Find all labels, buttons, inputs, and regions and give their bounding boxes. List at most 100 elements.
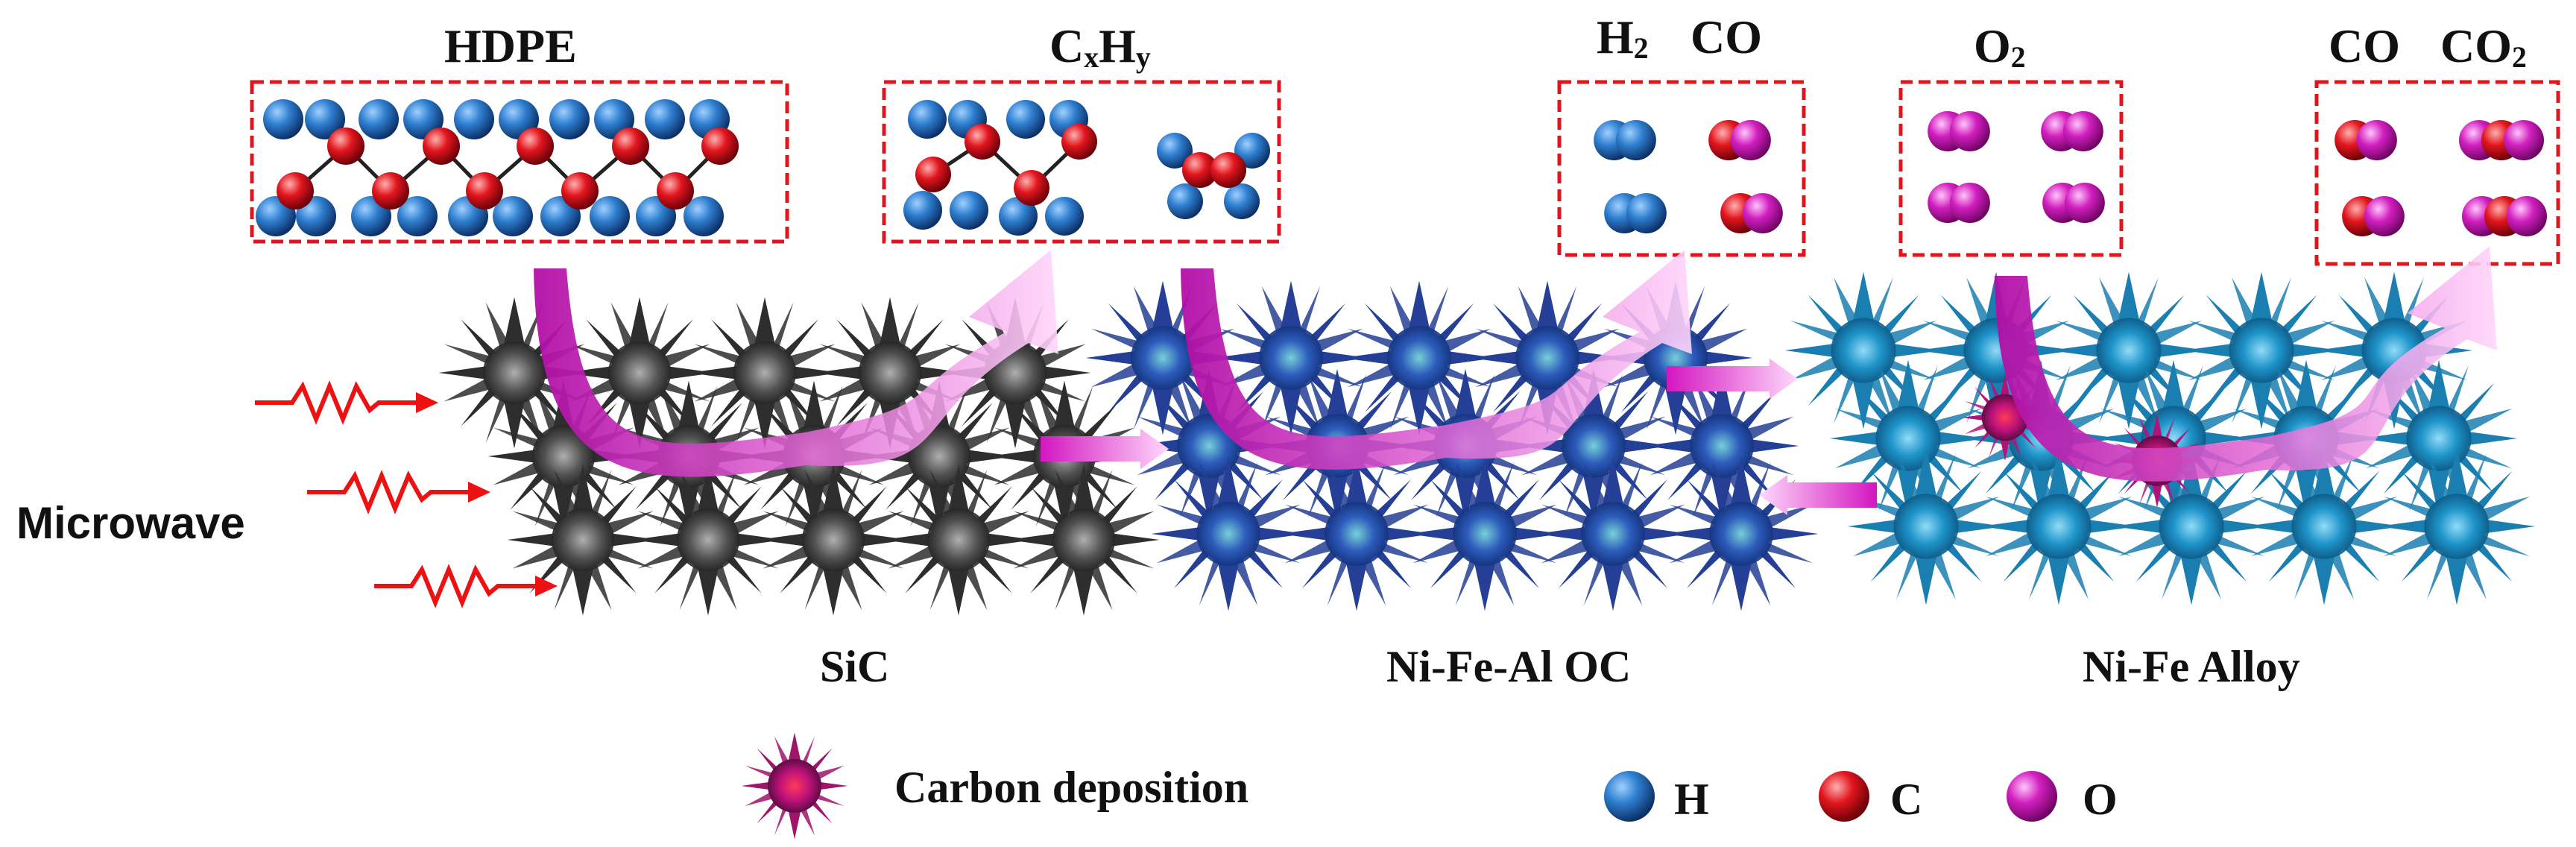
sic-cluster-core-0 (483, 341, 546, 404)
hdpe-c-5 (517, 127, 554, 165)
cxhy-frag-h-2 (1224, 183, 1260, 219)
nifeal-cluster-core-13 (1581, 502, 1645, 566)
nife-alloy-cluster-core-12 (2159, 494, 2224, 559)
label-h2: H2 (1597, 10, 1649, 66)
sic-cluster-core-14 (1052, 508, 1115, 571)
cxhy-frag-c-0 (1182, 152, 1218, 188)
nife-alloy-cluster-core-13 (2291, 494, 2357, 559)
label-o2: O2 (1974, 19, 2026, 75)
hdpe-bond (294, 143, 722, 194)
legend-atoms (741, 732, 2057, 840)
o2-mol-1-b (1949, 111, 1990, 151)
cxhy-h-7 (1045, 197, 1084, 236)
sic-cluster-core-5 (532, 425, 595, 488)
box-co-co2 (2314, 80, 2560, 266)
arrow-alloy-to-oc (1759, 475, 1877, 515)
hdpe-h-19 (684, 196, 724, 236)
o2-mol-2-b (2062, 111, 2103, 151)
co2-2-o2 (2507, 196, 2547, 236)
nife-alloy-cluster-core-3 (2229, 318, 2294, 383)
sic-cluster-core-10 (552, 508, 614, 571)
hdpe-h-13 (397, 196, 438, 236)
cxhy-bond (932, 139, 1081, 191)
cxhy-h-4 (903, 191, 942, 230)
o2-mol-4-b (2064, 183, 2105, 223)
nifeal-cluster-core-9 (1690, 414, 1754, 478)
o2-mol-3-b (1949, 183, 1990, 223)
nife-alloy-cluster-core-2 (2096, 318, 2162, 383)
microwave-arrowhead-2 (535, 576, 558, 596)
cxhy-frag-c-1 (1210, 152, 1246, 188)
label-hdpe: HDPE (444, 19, 577, 72)
nife-alloy-cluster-core-11 (2026, 494, 2092, 559)
microwave-arrowhead-0 (416, 392, 438, 413)
nifeal-cluster-core-12 (1453, 502, 1517, 566)
molecule-atoms (256, 99, 2547, 236)
hdpe-h-4 (454, 99, 494, 139)
microwave-arrows (255, 380, 558, 608)
hdpe-c-0 (277, 172, 314, 210)
sic-cluster-core-12 (802, 508, 865, 571)
microwave-wave-0 (255, 380, 416, 425)
nife-alloy-cluster-core-14 (2424, 494, 2490, 559)
hdpe-c-8 (657, 172, 694, 210)
hdpe-c-3 (423, 127, 460, 165)
label-co-top: CO (1690, 10, 1762, 63)
co-mol-2-b (1742, 193, 1783, 233)
nife-alloy-cluster-core-5 (1875, 406, 1941, 471)
sic-cluster-core-13 (927, 508, 990, 571)
label-nifeal-oc: Ni-Fe-Al OC (1386, 642, 1632, 691)
hdpe-h-1 (305, 99, 345, 139)
curved-arrow-cxhy-to-syngas (1181, 250, 1692, 470)
cxhy-h-2 (1006, 100, 1045, 139)
sic-cluster-core-2 (733, 341, 796, 404)
cxhy-c-0 (915, 157, 951, 192)
box-cxhy (882, 80, 1281, 244)
carbon-deposition-icon-core (768, 759, 821, 813)
hdpe-c-9 (701, 127, 739, 165)
nife-alloy-cluster-core-10 (1893, 494, 1959, 559)
nifeal-cluster-core-14 (1709, 502, 1773, 566)
nifeal-cluster-core-8 (1562, 414, 1626, 478)
hdpe-h-15 (493, 196, 533, 236)
label-co-right: CO (2329, 19, 2400, 72)
cxhy-h-6 (999, 197, 1038, 236)
microwave-wave-1 (307, 470, 468, 514)
curved-arrow-hdpe-to-cxhy (534, 250, 1058, 477)
cxhy-frag-h-3 (1234, 133, 1270, 169)
co-co2-molecules (2334, 120, 2547, 236)
legend-h-atom (1604, 771, 1655, 822)
arrow-oc-to-alloy (1667, 359, 1798, 399)
arrow-sic-to-oc (1041, 429, 1169, 469)
legend-carbon-deposition: Carbon deposition (894, 763, 1249, 812)
h2-mol-1-b (1615, 120, 1656, 160)
sic-cluster-core-1 (608, 341, 671, 404)
hdpe-h-8 (645, 99, 685, 139)
label-nife-alloy: Ni-Fe Alloy (2083, 642, 2300, 691)
hdpe-h-11 (296, 196, 336, 236)
hdpe-h-2 (359, 99, 399, 139)
nifeal-cluster-core-10 (1196, 502, 1260, 566)
hdpe-c-4 (466, 172, 503, 210)
cxhy-c-3 (1061, 124, 1097, 160)
co-right-2-b (2364, 196, 2405, 236)
cxhy-h-0 (908, 100, 947, 139)
hdpe-c-1 (327, 127, 364, 165)
label-cxhy: CxHy (1049, 19, 1151, 75)
cxhy-frag-h-1 (1167, 183, 1203, 219)
hdpe-chain (256, 99, 739, 236)
legend-o-atom (2007, 771, 2057, 822)
label-microwave: Microwave (16, 498, 245, 548)
h2-mol-2-b (1626, 193, 1667, 233)
nifeal-cluster-core-3 (1515, 326, 1579, 390)
microwave-arrowhead-1 (468, 482, 490, 503)
nifeal-cluster-core-0 (1131, 326, 1195, 390)
legend-c-atom (1819, 771, 1869, 822)
hdpe-c-7 (612, 127, 649, 165)
curved-arrow-o2-to-coco2 (1995, 246, 2497, 482)
sic-cluster-core-11 (677, 508, 739, 571)
box-hdpe (250, 80, 789, 244)
hdpe-h-17 (590, 196, 630, 236)
